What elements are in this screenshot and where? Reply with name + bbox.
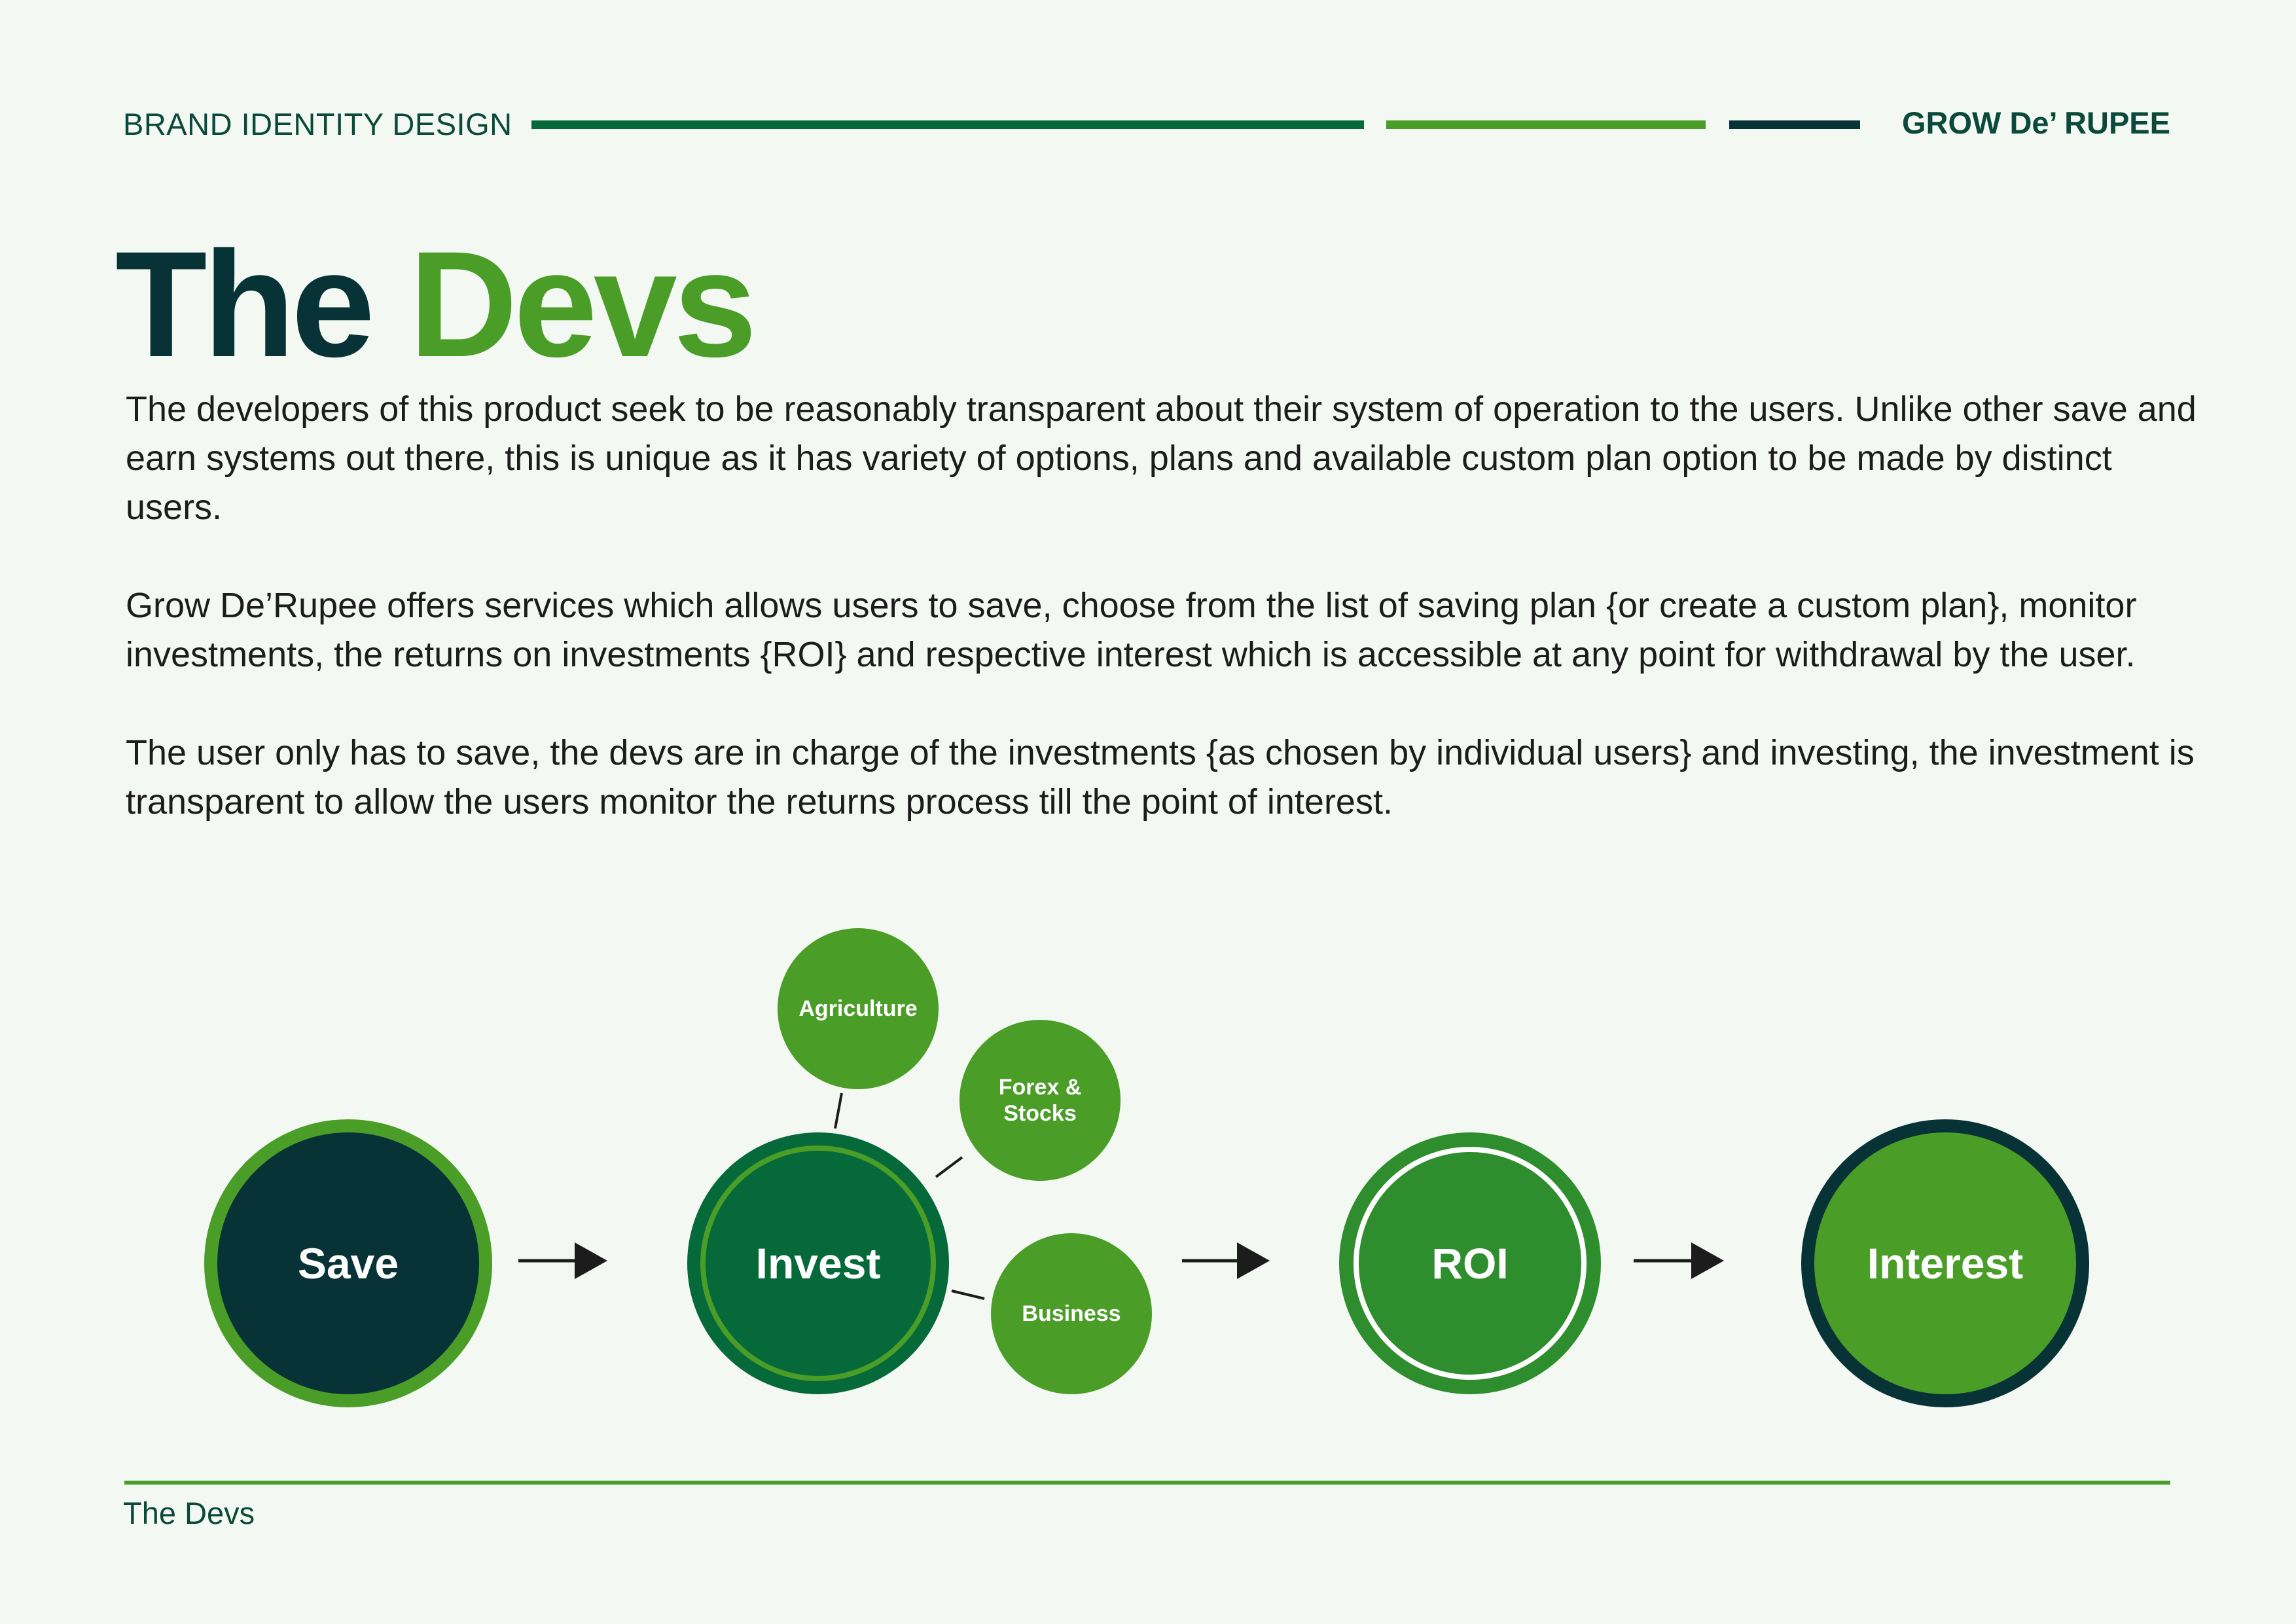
header-divider-bright-green — [1386, 120, 1706, 129]
body-text: The developers of this product seek to b… — [126, 385, 2207, 827]
forex-line-1: Forex & — [998, 1075, 1082, 1100]
page-title: The Devs — [115, 229, 757, 380]
header-brand-name: GROW De’ RUPEE — [1901, 105, 2170, 140]
arrow-roi-to-interest — [1634, 1242, 1724, 1279]
step-roi-circle: ROI — [1339, 1132, 1601, 1394]
arrow-save-to-invest — [518, 1242, 607, 1279]
invest-inner-ring — [700, 1146, 936, 1381]
body-paragraph: The user only has to save, the devs are … — [126, 733, 2195, 821]
step-roi-label: ROI — [1431, 1239, 1509, 1288]
connector-invest-agriculture — [834, 1092, 843, 1129]
body-paragraph: Grow De’Rupee offers services which allo… — [126, 586, 2137, 674]
step-interest-circle: Interest — [1801, 1119, 2089, 1407]
investment-agriculture-circle: Agriculture — [778, 928, 939, 1089]
connector-invest-business — [951, 1290, 985, 1300]
investment-agriculture-label: Agriculture — [798, 996, 918, 1021]
body-paragraph: The developers of this product seek to b… — [126, 389, 2197, 527]
step-save-label: Save — [297, 1239, 399, 1288]
roi-inner-ring — [1354, 1147, 1587, 1380]
step-invest-label: Invest — [755, 1239, 881, 1288]
title-part-the: The — [115, 220, 375, 388]
header-divider-dark-green — [531, 120, 1364, 129]
footer-divider — [124, 1481, 2170, 1485]
step-save-circle: Save — [204, 1119, 492, 1407]
investment-forex-label: Forex & Stocks — [999, 1074, 1082, 1127]
investment-business-label: Business — [1022, 1301, 1121, 1326]
footer-label: The Devs — [123, 1496, 255, 1530]
header-divider-teal — [1729, 120, 1860, 129]
arrow-invest-to-roi — [1182, 1242, 1270, 1279]
title-part-devs: Devs — [408, 220, 757, 388]
connector-invest-forex — [935, 1156, 963, 1178]
investment-forex-circle: Forex & Stocks — [960, 1020, 1121, 1181]
investment-business-circle: Business — [991, 1233, 1152, 1394]
step-invest-circle: Invest — [687, 1132, 949, 1394]
forex-line-2: Stocks — [1003, 1101, 1077, 1126]
step-interest-label: Interest — [1867, 1239, 2024, 1288]
header-section-label: BRAND IDENTITY DESIGN — [123, 107, 512, 141]
